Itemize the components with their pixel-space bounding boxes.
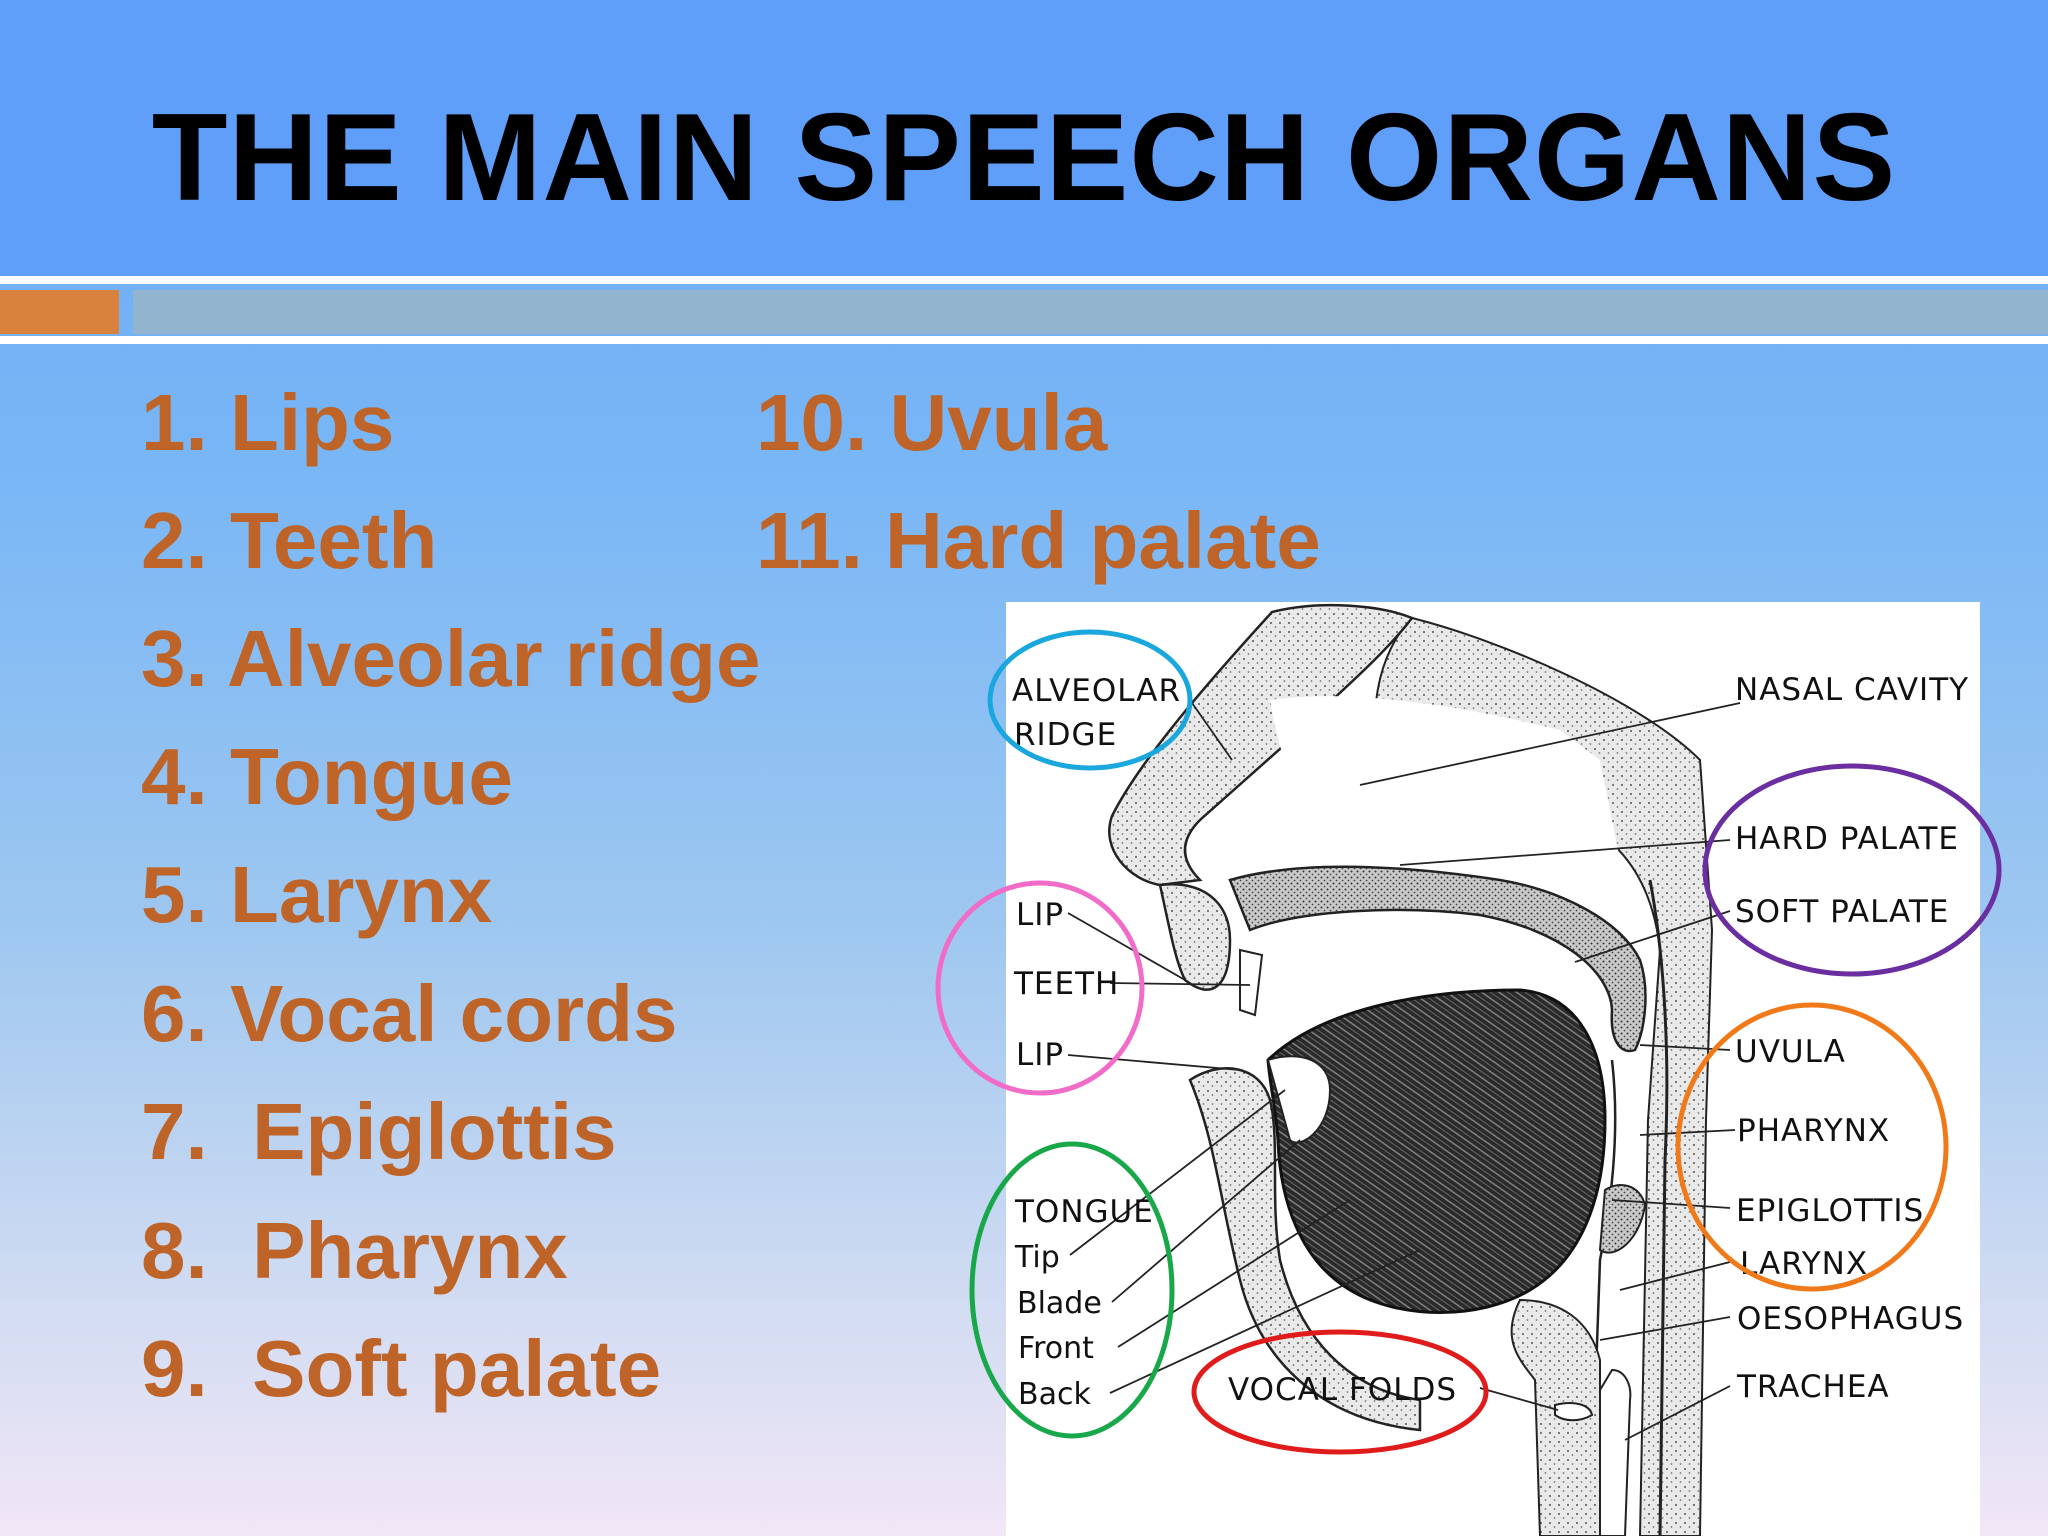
- label-soft-palate: SOFT PALATE: [1735, 894, 1949, 930]
- label-tongue-back: Back: [1018, 1377, 1091, 1412]
- list-item-pharynx: 8. Pharynx: [141, 1206, 568, 1295]
- list-item-alveolar-ridge: 3. Alveolar ridge: [141, 614, 761, 703]
- label-tongue-tip: Tip: [1014, 1240, 1060, 1275]
- list-item-hard-palate: 11. Hard palate: [756, 496, 1321, 585]
- leader-lines: [1067, 699, 1741, 1441]
- highlight-pharynx-group: [1675, 1002, 1949, 1292]
- highlight-vocal-folds: [1191, 1329, 1489, 1455]
- highlight-alveolar-ridge: [987, 629, 1193, 771]
- label-uvula: UVULA: [1735, 1034, 1846, 1070]
- title-bar: [0, 0, 2048, 276]
- list-item-lips: 1. Lips: [141, 378, 395, 467]
- accent-block-orange: [0, 290, 119, 334]
- list-item-teeth: 2. Teeth: [141, 496, 438, 585]
- label-lip-top: LIP: [1016, 897, 1064, 933]
- larynx-shape: [1510, 1298, 1601, 1536]
- upper-lip-shape: [1158, 883, 1232, 991]
- highlight-circles: [935, 629, 2002, 1455]
- label-lip-bottom: LIP: [1016, 1037, 1064, 1073]
- label-ridge: RIDGE: [1014, 717, 1117, 753]
- diagram-labels: ALVEOLAR RIDGE NASAL CAVITY HARD PALATE …: [1012, 672, 1969, 1412]
- trachea-shape: [1599, 1368, 1632, 1536]
- list-item-uvula: 10. Uvula: [756, 378, 1108, 467]
- epiglottis-shape: [1598, 1184, 1647, 1254]
- upper-teeth-shape: [1239, 948, 1264, 1017]
- divider-line-top: [0, 276, 2048, 284]
- highlight-lips-teeth: [935, 880, 1145, 1096]
- label-oesophagus: OESOPHAGUS: [1737, 1301, 1964, 1337]
- label-nasal-cavity: NASAL CAVITY: [1735, 672, 1969, 708]
- label-trachea: TRACHEA: [1736, 1369, 1890, 1405]
- tongue-shape: [1266, 988, 1607, 1314]
- list-item-larynx: 5. Larynx: [141, 850, 493, 939]
- accent-bar-blue: [133, 290, 2048, 334]
- label-hard-palate: HARD PALATE: [1735, 821, 1959, 857]
- highlight-palate: [1702, 763, 2002, 977]
- highlight-tongue: [969, 1141, 1175, 1439]
- nasal-cavity-region: [1270, 696, 1620, 860]
- list-item-tongue: 4. Tongue: [141, 732, 513, 821]
- label-tongue-front: Front: [1018, 1331, 1094, 1366]
- divider-line-bottom: [0, 336, 2048, 344]
- label-pharynx: PHARYNX: [1737, 1113, 1890, 1149]
- list-item-vocal-cords: 6. Vocal cords: [141, 969, 678, 1058]
- list-item-epiglottis: 7. Epiglottis: [141, 1087, 617, 1176]
- label-tongue-blade: Blade: [1017, 1286, 1102, 1321]
- list-item-soft-palate: 9. Soft palate: [141, 1324, 662, 1413]
- tongue-tip-shape: [1266, 1055, 1332, 1144]
- label-alveolar: ALVEOLAR: [1012, 673, 1181, 709]
- lower-lip-shape: [1188, 1067, 1422, 1432]
- label-vocal-folds: VOCAL FOLDS: [1228, 1372, 1457, 1408]
- label-epiglottis: EPIGLOTTIS: [1736, 1193, 1924, 1229]
- pharynx-wall-shape: [1648, 879, 1669, 1536]
- slide-title: THE MAIN SPEECH ORGANS: [151, 89, 1897, 227]
- palate-shape: [1228, 865, 1647, 1053]
- label-teeth: TEETH: [1013, 966, 1119, 1002]
- vocal-fold-shape: [1554, 1402, 1594, 1422]
- label-tongue: TONGUE: [1014, 1194, 1154, 1230]
